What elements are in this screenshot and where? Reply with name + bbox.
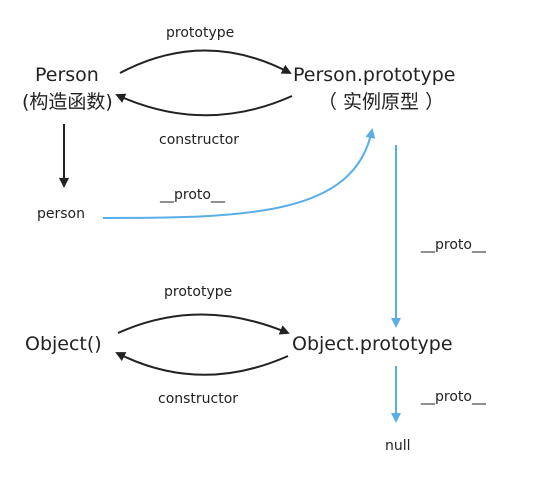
node-person-constructor-name: Person bbox=[35, 64, 99, 86]
edge-constructor-bottom bbox=[115, 352, 289, 376]
edge-label-proto-person: __proto__ bbox=[160, 187, 225, 203]
node-person-prototype-sub: （ 实例原型 ） bbox=[318, 91, 445, 113]
edge-label-prototype-top: prototype bbox=[166, 25, 235, 41]
edge-label-prototype-bottom: prototype bbox=[164, 284, 233, 300]
edge-prototype-bottom bbox=[117, 313, 290, 335]
node-object-constructor: Object() bbox=[25, 333, 102, 355]
edge-label-constructor-top: constructor bbox=[159, 132, 240, 148]
edge-constructor-top bbox=[115, 93, 293, 117]
node-person-constructor-sub: (构造函数) bbox=[22, 91, 113, 113]
edge-label-proto-person-proto: __proto__ bbox=[421, 237, 486, 253]
node-object-prototype: Object.prototype bbox=[292, 333, 453, 355]
edge-prototype-top bbox=[119, 49, 292, 74]
edge-label-constructor-bottom: constructor bbox=[158, 391, 239, 407]
edge-label-proto-object-proto: __proto__ bbox=[421, 389, 486, 405]
edge-proto-person bbox=[102, 128, 376, 219]
node-person-instance: person bbox=[37, 206, 85, 222]
node-null: null bbox=[385, 438, 411, 454]
node-person-prototype-name: Person.prototype bbox=[293, 64, 456, 86]
